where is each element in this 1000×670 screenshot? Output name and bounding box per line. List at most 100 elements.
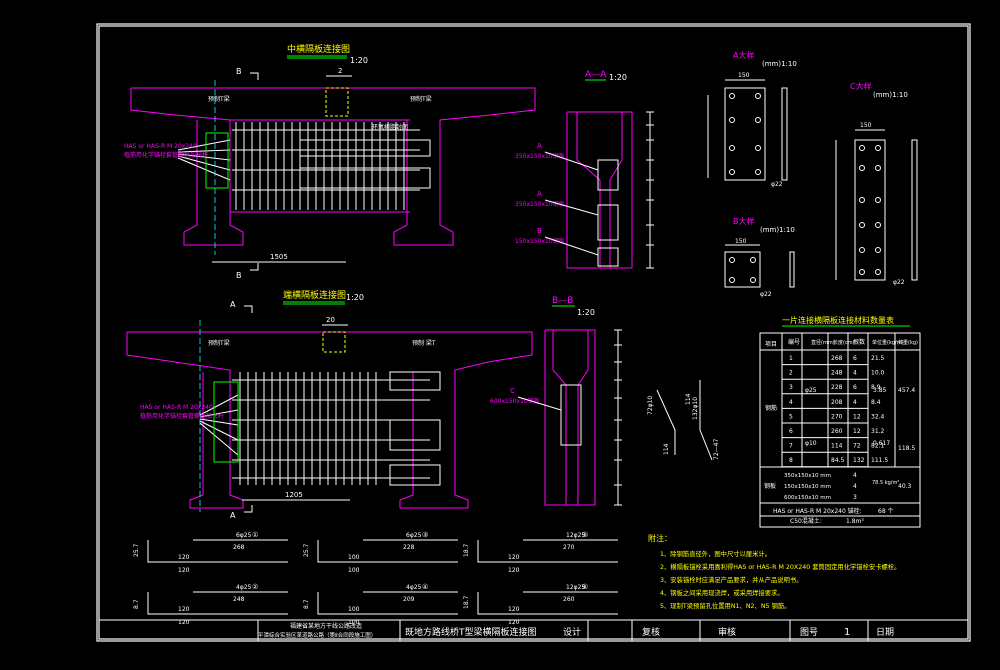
note-1: 1、除钢筋直径外，图中尺寸以厘米计。 [660,549,771,558]
bolt-hole [859,165,865,171]
section-mark-a-top: A [230,300,236,309]
section-bb-web-right [577,330,589,505]
table-concrete-row: C50混凝土: [790,517,822,525]
table-cell-len: 270 [831,413,843,420]
bolt-hole [875,269,881,275]
plate-a1-text: 350x150x10钢板 [515,152,565,160]
bent-bar-b [699,380,713,461]
rebar-shape-label: 12φ25 [566,532,585,539]
table-plate-unit: 78.5 kg/m² [872,480,899,486]
table-plate-total: 40.3 [898,483,912,490]
mid-left-beam-outline [130,88,244,246]
section-aa-title: A—A [585,70,607,80]
plate-a1-outline [597,159,619,191]
table-cell-count: 72 [853,443,861,450]
detail-c-hole: φ22 [893,279,905,286]
table-cell-no: 4 [789,399,793,406]
section-aa-web-right [609,112,623,268]
rebar-shape-left: 100 [348,606,360,613]
bent-bar-shapes: 72φ10 114 132φ10 72—47 114 [647,380,720,461]
rebar-shape-line [477,592,618,615]
detail-a-hole: φ22 [771,181,783,188]
detail-c-unit: (mm)1:10 [873,91,908,99]
rebar-shape-num: ③ [422,531,428,539]
plate-a2-outline [597,204,619,241]
rebar-shape-len: 248 [233,596,245,603]
project-line-1: 福建省某地方干线公路改造 [290,622,362,630]
end-beam-left-label: 预制T梁 [208,339,230,347]
detail-b: B大样 (mm)1:10 150 φ22 [724,216,795,298]
section-arrow-b-bottom [250,263,259,271]
bolt-hole [755,93,761,99]
table-total-25: 457.4 [898,387,915,394]
detail-a-unit: (mm)1:10 [762,60,797,68]
project-line-2: 平潭综合实验区某道路公路（第Ⅱ合同段施工图） [258,631,376,639]
rebar-shape-line [317,592,458,615]
rebar-shape-num: ① [252,531,258,539]
table-cell-weight: 8.4 [871,399,881,406]
bolt-hole [875,222,881,228]
table-cell-count: 12 [853,413,861,420]
notes-title: 附注： [648,533,672,543]
bolt-hole [729,117,735,123]
bolt-hole [755,145,761,151]
bent-bar-b-dim: 72—47 [713,439,720,460]
sheet-number: 1 [844,627,850,638]
end-left-beam-outline [126,332,244,509]
table-plate-count: 4 [853,483,857,490]
table-anchor-count: 68 个 [878,508,894,515]
drawing-border [96,23,971,642]
table-cell-no: 5 [789,413,793,420]
rebar-shape-height: 25.7 [133,543,140,557]
bolt-hole [729,169,735,175]
detail-c-side [911,139,918,281]
check-label: 复核 [642,626,660,638]
material-table: 一片连接横隔板连接材料数量表 项目 编号 直径(mm) 长度(cm) 根数 单位… [759,315,921,528]
rebar-shape-line [317,540,458,563]
end-anchor-fan [199,381,239,463]
table-cell-weight: 32.4 [871,413,885,420]
section-aa-view: A—A 1:20 A 350x150x10钢板 A 350x150x10钢板 B… [515,70,654,269]
table-cell-len: 228 [831,384,843,391]
bolt-hole [859,145,865,151]
rebar-shape-left: 120 [508,606,520,613]
mid-anchor-note-1: HAS or HAS-R M 20x240 [124,143,197,150]
rebar-shape-num: ⑥ [582,583,588,591]
table-cell-len: 248 [831,370,843,377]
section-arrow-b-top [250,72,259,80]
table-concrete-val: 1.8m³ [846,518,864,525]
plate-c-mark: C [510,387,515,395]
table-cell-count: 4 [853,399,857,406]
table-cell-weight: 111.5 [871,457,888,464]
bolt-hole [729,93,735,99]
bent-bar-a-dim: 114 [663,443,670,455]
dim-1505: 1505 [270,253,288,261]
rebar-shape-bottom: 120 [178,619,190,626]
bolt-hole [750,257,756,263]
rebar-shape-len: 260 [563,596,575,603]
section-aa-outline [566,111,633,269]
table-cell-no: 8 [789,457,793,464]
detail-c-dim-150: 150 [860,122,872,129]
bolt-hole [755,169,761,175]
detail-c: C大样 (mm)1:10 150 φ22 [835,81,918,286]
rebar-shape-height: 8.7 [133,599,140,609]
rebar-shape-label: 4φ25 [406,584,422,591]
table-plate-size: 150x150x10 mm [784,484,831,490]
end-anchor-note-2: 植筋用化学锚栓套管螺栓加长杆 [140,412,224,420]
table-header-total: 共重(kg) [898,339,918,346]
detail-a-side [781,87,788,181]
table-header-no: 编号 [788,338,800,346]
mid-rebar-grid [232,122,431,210]
detail-c-plate [854,139,886,281]
plate-a2-mark: A [537,190,542,198]
date-label: 日期 [876,627,894,638]
rebar-shape-bottom: 100 [348,567,360,574]
rebar-shape-label: 6φ25 [406,532,422,539]
end-diaphragm-view: 端横隔板连接图 1:20 A 20 预制T梁 预制 梁T [126,289,533,520]
section-mark-b-bottom: B [236,271,242,280]
table-unit-25: 3.85 [873,387,887,394]
plate-b-outline [597,247,619,267]
